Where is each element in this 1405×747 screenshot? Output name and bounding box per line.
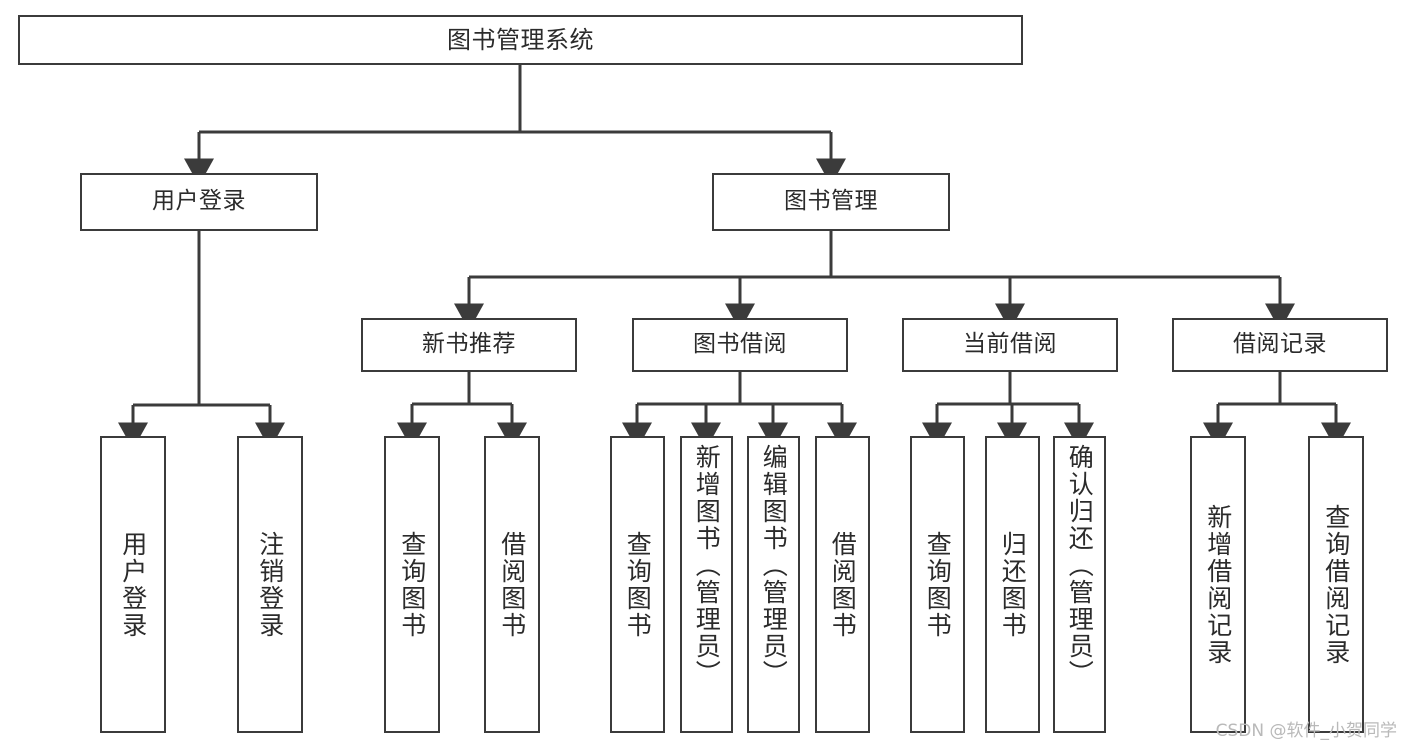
node-leaf-borrow-book[interactable]: 借阅图书	[815, 436, 870, 733]
node-leaf-query-book-current[interactable]: 查询图书	[910, 436, 965, 733]
node-root-system[interactable]: 图书管理系统	[18, 15, 1023, 65]
node-label: 图书借阅	[693, 331, 787, 358]
node-leaf-add-borrow-record[interactable]: 新增借阅记录	[1190, 436, 1246, 733]
node-leaf-query-borrow-record[interactable]: 查询借阅记录	[1308, 436, 1364, 733]
node-label: 图书管理	[784, 188, 878, 215]
node-label: 当前借阅	[963, 331, 1057, 358]
node-label: 用户登录	[118, 530, 148, 639]
node-label: 归还图书	[998, 530, 1028, 639]
node-label: 查询图书	[623, 530, 653, 639]
node-leaf-add-book[interactable]: 新增图书（管理员）	[680, 436, 733, 733]
node-label: 借阅记录	[1233, 331, 1327, 358]
node-label: 编辑图书（管理员）	[759, 444, 789, 687]
node-leaf-borrow-book-recommend[interactable]: 借阅图书	[484, 436, 540, 733]
node-label: 查询借阅记录	[1321, 503, 1351, 666]
node-label: 借阅图书	[497, 530, 527, 639]
node-label: 注销登录	[255, 530, 285, 639]
node-label: 借阅图书	[828, 530, 858, 639]
node-label: 新增图书（管理员）	[692, 444, 722, 687]
node-borrow-record[interactable]: 借阅记录	[1172, 318, 1388, 372]
node-label: 确认归还（管理员）	[1065, 444, 1095, 687]
node-leaf-query-book-borrow[interactable]: 查询图书	[610, 436, 665, 733]
node-new-book-recommend[interactable]: 新书推荐	[361, 318, 577, 372]
node-book-manage[interactable]: 图书管理	[712, 173, 950, 231]
node-label: 图书管理系统	[447, 25, 594, 54]
node-label: 新书推荐	[422, 331, 516, 358]
node-book-borrow[interactable]: 图书借阅	[632, 318, 848, 372]
node-label: 查询图书	[923, 530, 953, 639]
node-leaf-query-book-recommend[interactable]: 查询图书	[384, 436, 440, 733]
node-leaf-logout[interactable]: 注销登录	[237, 436, 303, 733]
node-label: 查询图书	[397, 530, 427, 639]
node-leaf-return-book[interactable]: 归还图书	[985, 436, 1040, 733]
node-label: 用户登录	[152, 188, 246, 215]
csdn-watermark: CSDN @软件_小贺同学	[1215, 721, 1397, 741]
node-label: 新增借阅记录	[1203, 503, 1233, 666]
node-leaf-user-login[interactable]: 用户登录	[100, 436, 166, 733]
node-leaf-confirm-return[interactable]: 确认归还（管理员）	[1053, 436, 1106, 733]
node-current-borrow[interactable]: 当前借阅	[902, 318, 1118, 372]
node-leaf-edit-book[interactable]: 编辑图书（管理员）	[747, 436, 800, 733]
node-user-login[interactable]: 用户登录	[80, 173, 318, 231]
